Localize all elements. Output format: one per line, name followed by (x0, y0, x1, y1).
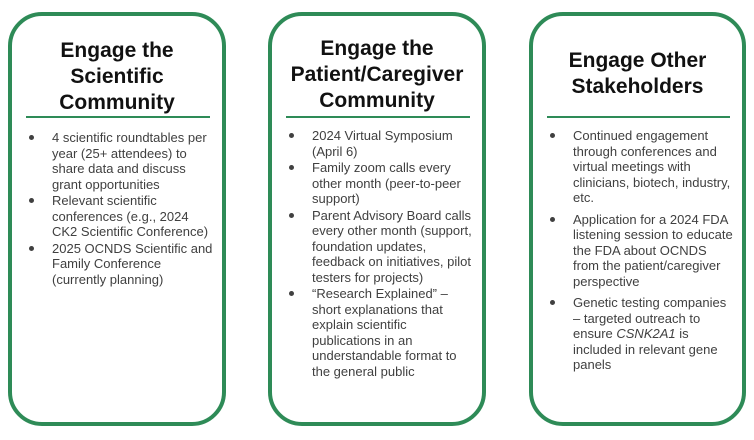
bullet-list: 2024 Virtual Symposium (April 6) Family … (282, 128, 476, 380)
list-item: Continued engagement through conferences… (543, 128, 736, 206)
bullet-text: Application for a 2024 FDA listening ses… (573, 211, 733, 289)
list-item: Family zoom calls every other month (pee… (282, 160, 476, 207)
card-title: Engage the Patient/Caregiver Community (290, 37, 464, 112)
bullet-text: Continued engagement through conferences… (573, 128, 731, 205)
bullet-icon (289, 212, 294, 218)
card-scientific-community: Engage the Scientific Community 4 scient… (8, 12, 226, 426)
bullet-text: Parent Advisory Board calls every other … (312, 207, 472, 285)
bullet-list: Continued engagement through conferences… (543, 128, 736, 379)
bullet-text: Family zoom calls every other month (pee… (312, 160, 461, 206)
card-patient-caregiver-community: Engage the Patient/Caregiver Community 2… (268, 12, 486, 426)
divider (286, 116, 470, 118)
bullet-text: 2024 Virtual Symposium (April 6) (312, 128, 453, 159)
bullet-text-after: is included in relevant gene panels (573, 326, 718, 372)
list-item: Genetic testing companies – targeted out… (543, 295, 736, 373)
card-title: Engage Other Stakeholders (568, 49, 707, 98)
list-item: Parent Advisory Board calls every other … (282, 208, 476, 286)
list-item: 4 scientific roundtables per year (25+ a… (22, 130, 216, 192)
bullet-text: 2025 OCNDS Scientific and Family Confere… (52, 240, 213, 287)
bullet-icon (29, 245, 34, 251)
list-item: 2025 OCNDS Scientific and Family Confere… (22, 241, 216, 288)
divider (26, 116, 210, 118)
bullet-icon (29, 198, 34, 203)
card-title: Engage the Scientific Community (59, 39, 175, 114)
bullet-icon (29, 135, 34, 140)
list-item: Application for a 2024 FDA listening ses… (543, 212, 736, 290)
bullet-icon (550, 216, 555, 222)
bullet-list: 4 scientific roundtables per year (25+ a… (22, 130, 216, 288)
bullet-text: 4 scientific roundtables per year (25+ a… (52, 130, 207, 192)
bullet-icon (289, 165, 294, 170)
bullet-text: Relevant scientific conferences (e.g., 2… (52, 193, 209, 239)
list-item: 2024 Virtual Symposium (April 6) (282, 128, 476, 159)
list-item: “Research Explained” – short explanation… (282, 286, 476, 379)
bullet-icon (289, 291, 294, 296)
bullet-icon (550, 133, 555, 138)
bullet-text-before: Genetic testing companies – targeted out… (573, 295, 727, 341)
gene-name: CSNK2A1 (616, 326, 676, 341)
bullet-text: “Research Explained” – short explanation… (312, 286, 457, 379)
divider (547, 116, 730, 118)
bullet-icon (550, 300, 555, 305)
bullet-icon (289, 133, 294, 138)
list-item: Relevant scientific conferences (e.g., 2… (22, 193, 216, 240)
card-other-stakeholders: Engage Other Stakeholders Continued enga… (529, 12, 746, 426)
